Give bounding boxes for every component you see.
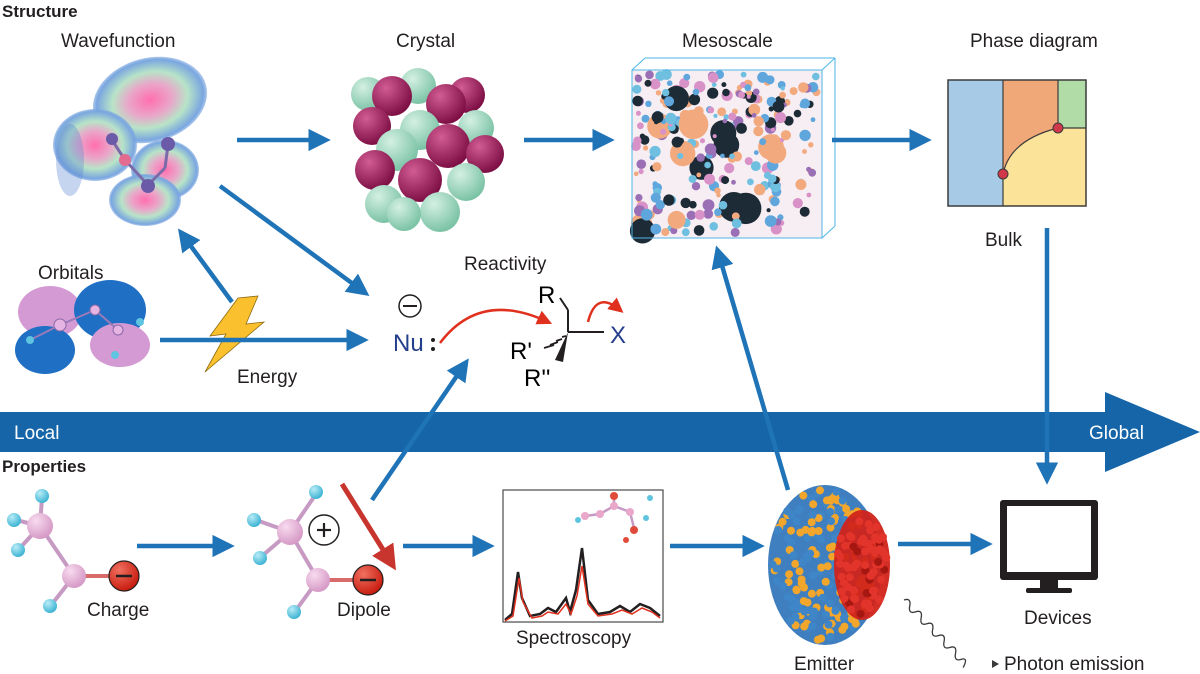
- crystal-illustration: [351, 68, 504, 232]
- substituent-r2: R'': [524, 365, 551, 392]
- nucleophile-label: Nu: [393, 330, 424, 357]
- wavy-photon-arrow-icon: [903, 598, 967, 668]
- flow-arrows: [137, 128, 1059, 558]
- nucleophilic-attack-arrow: [439, 308, 553, 344]
- leaving-group-x: X: [610, 322, 626, 349]
- substituent-r: R: [538, 282, 555, 309]
- devices-label: Devices: [1024, 608, 1092, 629]
- structure-heading: Structure: [2, 2, 78, 21]
- mesoscale-illustration: [629, 57, 836, 244]
- emitter-label: Emitter: [794, 654, 855, 674]
- reaction-scheme: Nu R R' R'' X: [393, 282, 626, 392]
- arrow-dipole-to-reactivity: [370, 358, 469, 502]
- substituent-r1: R': [510, 338, 532, 365]
- phase-diagram-illustration: [947, 79, 1087, 207]
- lightning-bolt-icon: [204, 295, 266, 373]
- spectroscopy-plot: [502, 489, 664, 623]
- monitor-icon: [1000, 500, 1098, 593]
- leaving-group-arrow: [586, 297, 624, 323]
- emitter-illustration: [768, 485, 891, 645]
- energy-label: Energy: [237, 367, 298, 388]
- axis-label-global: Global: [1089, 423, 1144, 444]
- photon-emission-label: Photon emission: [1004, 654, 1144, 674]
- crystal-label: Crystal: [396, 31, 455, 52]
- local-global-axis: Local Global: [0, 392, 1200, 472]
- spectroscopy-label: Spectroscopy: [516, 628, 632, 649]
- wavefunction-label: Wavefunction: [61, 31, 175, 52]
- arrow-wavefunction-to-reactivity: [218, 184, 370, 297]
- orbitals-illustration: [15, 280, 150, 374]
- charge-molecule: [7, 489, 140, 613]
- properties-heading: Properties: [2, 457, 86, 476]
- arrow-energy-to-wavefunction: [178, 228, 234, 304]
- phase-diagram-label: Phase diagram: [970, 31, 1098, 52]
- bulk-label: Bulk: [985, 230, 1022, 251]
- wavefunction-illustration: [53, 56, 208, 226]
- reactivity-label: Reactivity: [464, 254, 547, 275]
- dipole-moment-arrow: [339, 482, 396, 571]
- arrow-emitter-to-mesoscale: [711, 245, 791, 491]
- dipole-molecule: [247, 482, 396, 619]
- axis-arrow: [0, 392, 1200, 472]
- axis-label-local: Local: [14, 423, 59, 444]
- orbitals-label: Orbitals: [38, 263, 103, 284]
- charge-label: Charge: [87, 600, 149, 621]
- mesoscale-label: Mesoscale: [682, 31, 773, 52]
- dipole-label: Dipole: [337, 600, 391, 621]
